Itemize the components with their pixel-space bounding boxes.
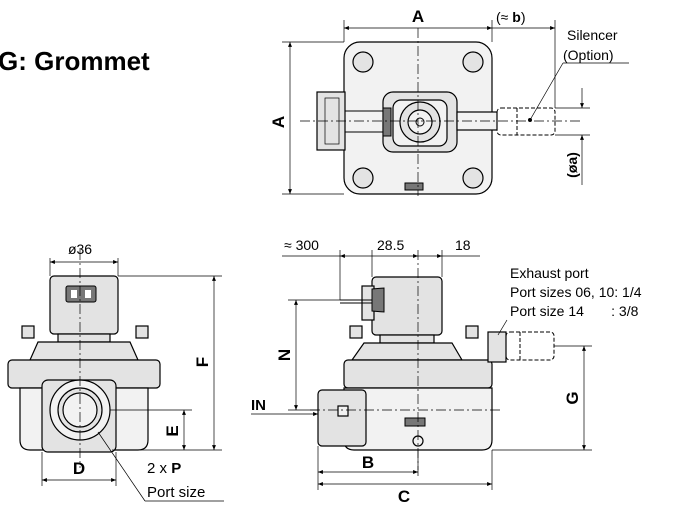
drawing-title: G: Grommet — [0, 46, 150, 76]
dim-side-height: F — [193, 357, 212, 367]
dim-inlet-to-center: B — [362, 453, 374, 472]
silencer-label-line2: (Option) — [563, 47, 614, 63]
dim-offset: 28.5 — [377, 237, 404, 253]
top-corner-boss — [462, 167, 484, 189]
top-corner-boss — [462, 51, 484, 73]
dim-side-diameter: ø36 — [68, 241, 92, 257]
top-corner-boss — [352, 51, 374, 73]
dim-coil-half: 18 — [455, 237, 471, 253]
port-size-label: Port size — [147, 484, 205, 501]
inlet-label: IN — [251, 397, 266, 414]
front-inlet-port — [317, 389, 367, 447]
dim-silencer-length-open: (≈ — [496, 9, 512, 25]
port-var: P — [171, 460, 181, 477]
dim-top-width: A — [412, 7, 424, 26]
dim-silencer-diameter: (øa) — [564, 152, 580, 178]
dim-port-height: E — [163, 425, 182, 436]
front-silencer — [505, 331, 555, 361]
top-silencer — [496, 107, 556, 136]
dim-silencer-length-var: b — [512, 9, 521, 25]
dim-silencer-length-close: ) — [521, 9, 526, 25]
dim-front-height: N — [275, 349, 294, 361]
top-view: A (≈ b) A (øa) Silencer (Option) — [269, 7, 629, 196]
dim-top-height: A — [269, 116, 288, 128]
exhaust-port-size-14: Port size 14 : 3/8 — [510, 303, 639, 319]
top-corner-boss — [352, 167, 374, 189]
dim-silencer-length: (≈ b) — [496, 9, 525, 25]
dim-lead-length: ≈ 300 — [284, 237, 319, 253]
side-view: ø36 F E D 2 x P Port size — [7, 241, 224, 502]
dim-front-length: C — [398, 487, 410, 506]
silencer-label-line1: Silencer — [567, 27, 618, 43]
side-coil — [49, 275, 119, 335]
port-count: 2 x — [147, 460, 171, 477]
front-view: ≈ 300 28.5 18 Exhaust port Port sizes 06… — [251, 237, 642, 506]
dim-exhaust-height: G — [563, 391, 582, 404]
port-count-label: 2 x P — [147, 460, 181, 477]
exhaust-port-sizes-06-10: Port sizes 06, 10: 1/4 — [510, 284, 642, 300]
dim-side-width: D — [73, 459, 85, 478]
exhaust-port-title: Exhaust port — [510, 265, 589, 281]
